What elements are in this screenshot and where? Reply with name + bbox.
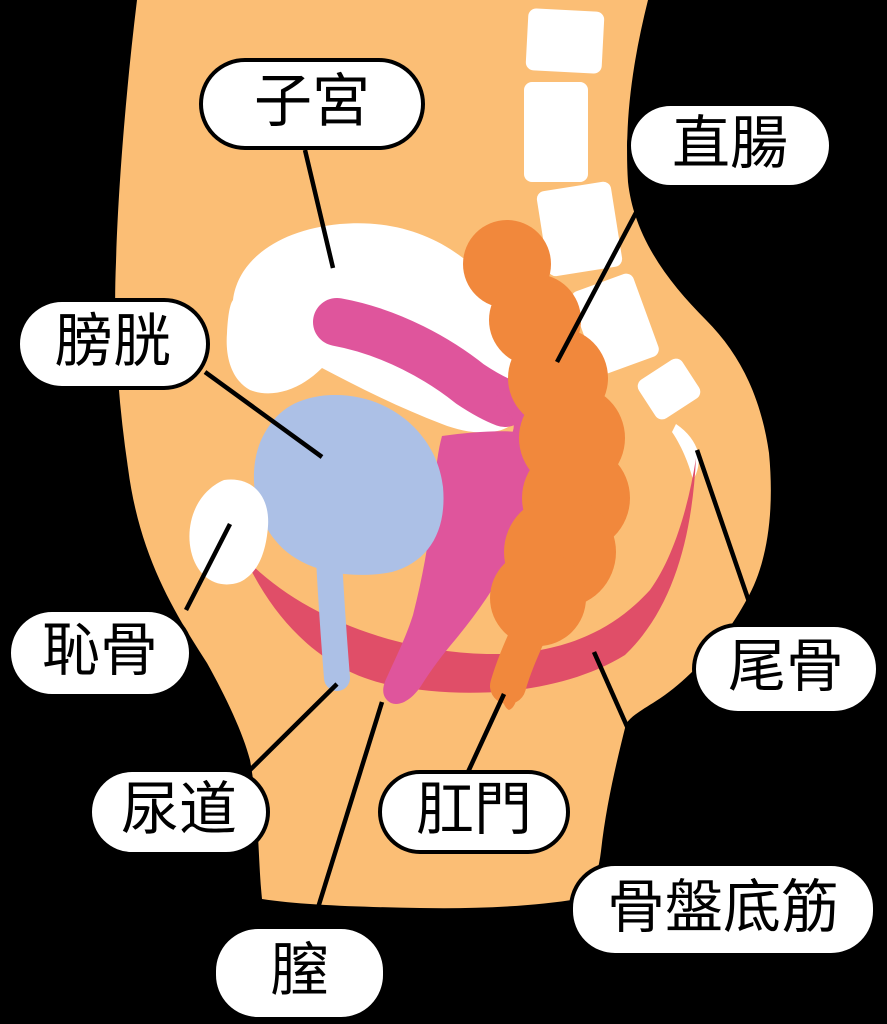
vertebra-2-bone [524,82,588,182]
callout-line-uterus [302,149,336,269]
pubic-bone [189,479,269,585]
vertebra-5-bone [637,358,701,420]
label-uterus-text: 子宮 [253,69,370,134]
anal-canal [490,588,558,704]
urethra [316,545,350,691]
label-anus: 肛門 [378,770,570,854]
callout-line-pubic-bone [183,522,233,612]
uterus-cavity-canal [313,298,529,427]
label-bladder-text: 膀胱 [54,309,171,374]
vagina-canal [383,431,532,704]
label-urethra-text: 尿道 [120,777,237,842]
label-vagina-text: 膣 [270,938,329,1003]
label-pelvic-floor: 骨盤底筋 [569,862,877,957]
callout-line-rectum [555,188,650,364]
label-anus-text: 肛門 [415,777,532,842]
label-vagina: 膣 [212,925,387,1021]
label-coccyx-text: 尾骨 [727,634,844,699]
label-bladder: 膀胱 [16,298,210,390]
rectum [463,220,630,710]
pelvic-floor-muscle [245,458,696,693]
label-urethra: 尿道 [88,768,270,856]
label-pubic-bone-text: 恥骨 [41,618,158,683]
spine-vertebrae [524,8,701,480]
anus-tip [496,676,519,710]
callout-line-anus [465,693,507,773]
label-uterus: 子宮 [199,58,425,150]
callout-line-bladder [203,370,324,459]
coccyx-bone [672,424,699,480]
label-rectum: 直腸 [627,102,833,189]
callout-line-urethra [248,682,339,772]
vertebra-1-bone [525,8,605,74]
label-pelvic-floor-text: 骨盤底筋 [606,874,839,940]
callout-line-vagina [309,701,385,928]
label-rectum-text: 直腸 [671,110,788,176]
callout-lines [183,149,760,928]
label-coccyx: 尾骨 [692,623,880,715]
vertebra-3-bone [536,181,623,277]
callout-line-coccyx [694,449,760,626]
label-pubic-bone: 恥骨 [7,608,193,698]
callout-line-pelvic-floor [591,651,691,865]
